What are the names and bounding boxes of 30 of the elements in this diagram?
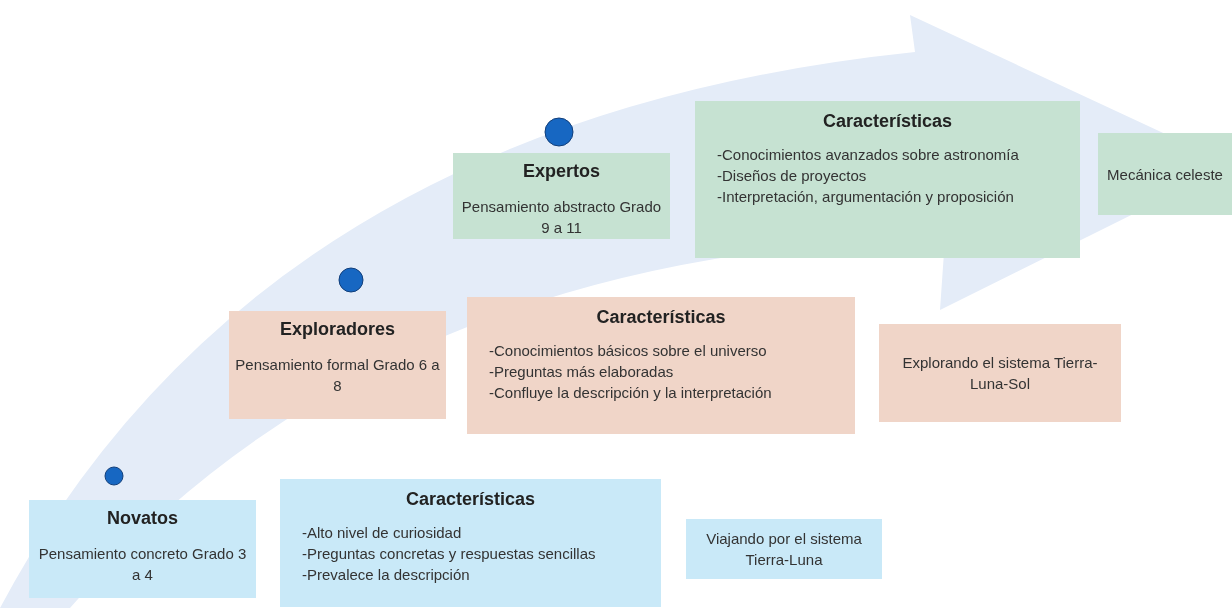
topic-box (879, 324, 1121, 422)
list-item: -Alto nivel de curiosidad (302, 523, 463, 543)
section-heading: Características (595, 307, 727, 328)
list-item: -Confluye la descripción y la interpretación (489, 383, 773, 403)
level-description: Pensamiento formal Grado 6 a 8 (235, 355, 440, 396)
topic-text: Explorando el sistema Tierra-Luna-Sol (901, 353, 1099, 394)
level-box (453, 153, 670, 239)
characteristics-box (467, 297, 855, 434)
topic-box (686, 519, 882, 579)
level-title: Expertos (523, 161, 600, 182)
list-item: -Interpretación, argumentación y proposición (717, 187, 1015, 207)
section-heading: Características (821, 111, 954, 132)
list-item: -Conocimientos avanzados sobre astronomía (717, 145, 1020, 165)
topic-text: Viajando por el sistema Tierra-Luna (705, 529, 863, 570)
characteristics-box (280, 479, 661, 607)
topic-box (1098, 133, 1232, 215)
level-title: Exploradores (279, 319, 395, 340)
topic-text: Mecánica celeste (1107, 164, 1223, 185)
list-item: -Prevalece la descripción (302, 565, 471, 585)
level-box (229, 311, 446, 419)
level-box (29, 500, 256, 598)
section-heading: Características (404, 489, 537, 510)
level-description: Pensamiento abstracto Grado 9 a 11 (460, 197, 663, 238)
level-title: Novatos (107, 508, 178, 529)
level-description: Pensamiento concreto Grado 3 a 4 (37, 544, 248, 585)
list-item: -Diseños de proyectos (717, 166, 868, 186)
list-item: -Conocimientos básicos sobre el universo (489, 341, 768, 361)
list-item: -Preguntas más elaboradas (489, 362, 675, 382)
characteristics-box (695, 101, 1080, 258)
list-item: -Preguntas concretas y respuestas sencillas (302, 544, 597, 564)
